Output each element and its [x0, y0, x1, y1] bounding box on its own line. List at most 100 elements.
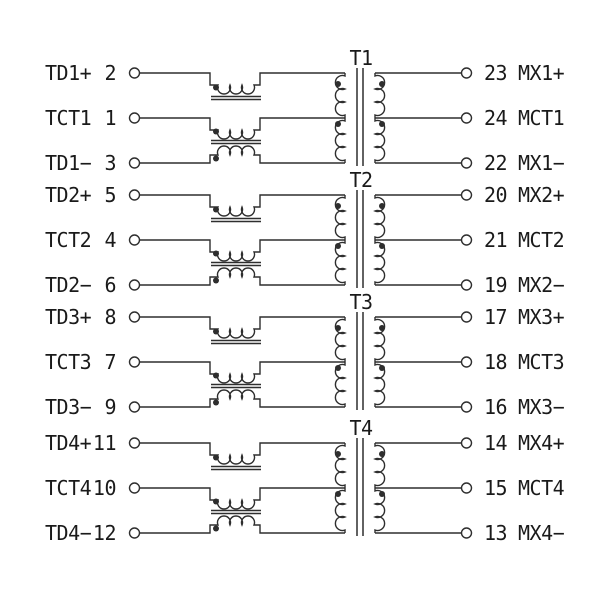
left-pin-number: 10 [93, 476, 116, 500]
left-pin-number: 9 [104, 395, 116, 419]
pin-terminal [128, 437, 141, 449]
polarity-dot [335, 121, 341, 127]
pin-terminal [128, 311, 141, 323]
left-pin-label: TCT1 [45, 106, 91, 130]
mx-wires [375, 316, 461, 408]
polarity-dot [213, 399, 219, 406]
tct-wire-choke [140, 487, 345, 510]
right-pin-label: MX1− [518, 151, 565, 175]
pin-terminal [128, 356, 141, 368]
polarity-dot [213, 525, 219, 532]
right-pin-number: 15 [484, 476, 507, 500]
left-pin-label: TCT4 [45, 476, 92, 500]
transformer-core [356, 190, 364, 288]
transformer-label: T1 [349, 46, 372, 70]
right-pin-number: 20 [484, 183, 507, 207]
right-pin-label: MX4+ [518, 431, 565, 455]
td-plus-wire-choke [140, 442, 345, 465]
choke-core [211, 383, 261, 389]
right-pin-number: 24 [484, 106, 508, 130]
left-pin-number: 4 [104, 228, 116, 252]
left-pin-number: 2 [104, 61, 116, 85]
transformer-label: T2 [349, 168, 372, 192]
polarity-dot [379, 243, 385, 249]
td-minus-wire-choke [140, 515, 345, 534]
choke-core [211, 261, 261, 267]
tct-wire-choke [140, 117, 345, 140]
polarity-dot [213, 454, 219, 461]
left-pin-number: 12 [93, 521, 116, 545]
polarity-dot [213, 498, 219, 505]
tct-wire-choke [140, 361, 345, 384]
polarity-dot [335, 243, 341, 249]
choke-core [211, 95, 261, 101]
transformer-core [356, 312, 364, 410]
right-pin-label: MCT4 [518, 476, 565, 500]
right-pin-label: MX4− [518, 521, 565, 545]
pin-terminal [128, 527, 141, 539]
left-pin-label: TD2+ [45, 183, 92, 207]
td-plus-wire-choke [140, 194, 345, 217]
mx-wires [375, 194, 461, 286]
right-pin-number: 22 [484, 151, 507, 175]
polarity-dot [335, 325, 341, 331]
pin-terminal [460, 401, 473, 413]
pin-terminal [460, 112, 473, 124]
left-pin-number: 3 [104, 151, 116, 175]
transformer-channel: TD3+ 8 TCT3 7 TD3− 9 T3 [45, 290, 565, 419]
right-pin-number: 18 [484, 350, 507, 374]
primary-winding [334, 73, 347, 163]
mx-wires [375, 442, 461, 534]
td-minus-wire-choke [140, 145, 345, 164]
left-pin-label: TCT2 [45, 228, 91, 252]
left-pin-label: TD2− [45, 273, 92, 297]
pin-terminal [128, 67, 141, 79]
right-pin-number: 17 [484, 305, 507, 329]
pin-terminal [128, 189, 141, 201]
left-pin-number: 5 [104, 183, 116, 207]
pin-terminal [460, 189, 473, 201]
left-pin-label: TD4− [45, 521, 92, 545]
left-pin-label: TD3− [45, 395, 92, 419]
pin-terminal [460, 356, 473, 368]
transformer-core [356, 438, 364, 536]
polarity-dot [213, 277, 219, 284]
polarity-dot [213, 84, 219, 91]
transformer-channel: TD2+ 5 TCT2 4 TD2− 6 T2 [45, 168, 565, 297]
left-pin-number: 1 [104, 106, 116, 130]
mx-wires [375, 72, 461, 164]
td-minus-wire-choke [140, 267, 345, 286]
transformer-channel: TD4+ 11 TCT4 10 TD4− 12 T4 [45, 416, 565, 545]
right-pin-number: 13 [484, 521, 507, 545]
pin-terminal [128, 401, 141, 413]
pin-terminal [460, 279, 473, 291]
left-pin-label: TD1+ [45, 61, 92, 85]
pin-terminal [460, 311, 473, 323]
pin-terminal [460, 157, 473, 169]
right-pin-label: MX3+ [518, 305, 565, 329]
right-pin-label: MX2− [518, 273, 565, 297]
left-pin-number: 8 [104, 305, 116, 329]
right-pin-number: 16 [484, 395, 507, 419]
pin-terminal [128, 279, 141, 291]
left-pin-number: 6 [104, 273, 116, 297]
polarity-dot [335, 365, 341, 371]
choke-core [211, 465, 261, 471]
left-pin-label: TD3+ [45, 305, 92, 329]
polarity-dot [379, 451, 385, 457]
transformer-channel: TD1+ 2 TCT1 1 TD1− 3 T1 [45, 46, 565, 175]
polarity-dot [335, 203, 341, 209]
polarity-dot [213, 328, 219, 335]
transformer-label: T4 [349, 416, 373, 440]
right-pin-number: 19 [484, 273, 507, 297]
right-pin-number: 23 [484, 61, 507, 85]
pin-terminal [460, 482, 473, 494]
td-minus-wire-choke [140, 389, 345, 408]
right-pin-label: MX1+ [518, 61, 565, 85]
polarity-dot [213, 372, 219, 379]
right-pin-number: 14 [484, 431, 508, 455]
left-pin-label: TD1− [45, 151, 92, 175]
left-pin-label: TCT3 [45, 350, 91, 374]
pin-terminal [128, 482, 141, 494]
